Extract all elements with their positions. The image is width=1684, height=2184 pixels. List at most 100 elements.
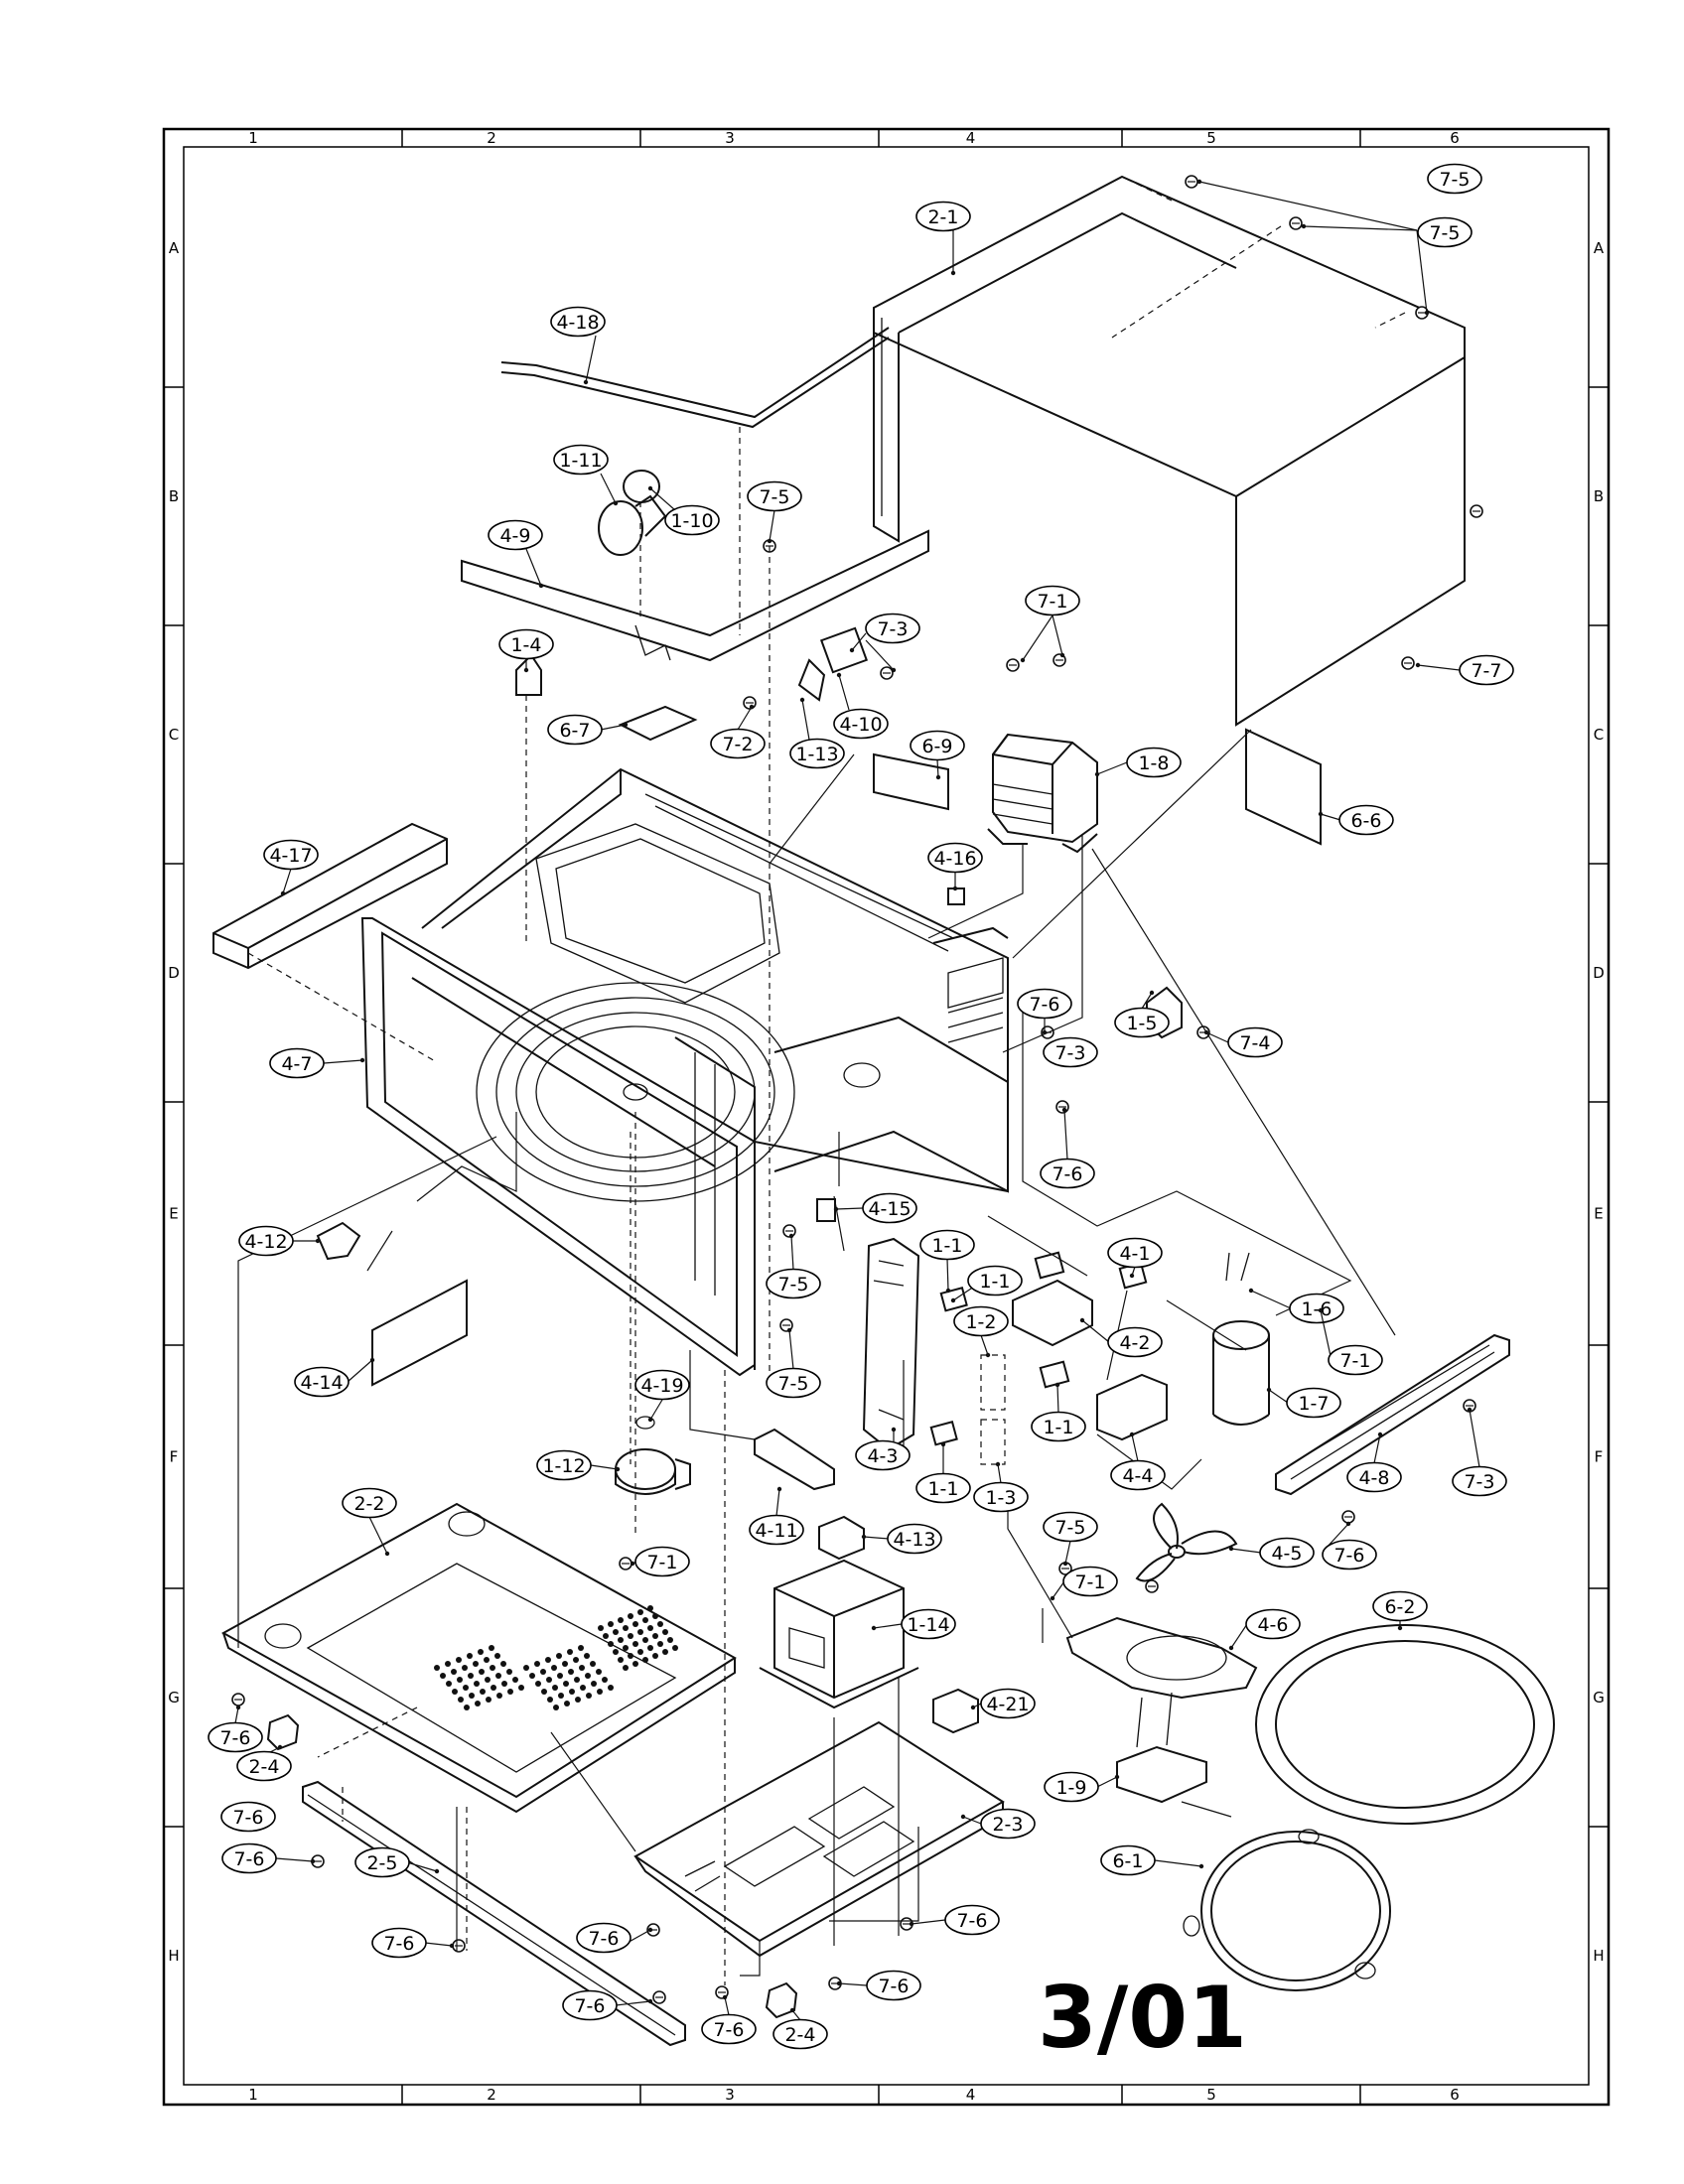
callout-bubble [919, 1229, 975, 1261]
callout-label: 1-9 [1055, 1777, 1086, 1799]
callout-label: 7-1 [1037, 591, 1067, 613]
callout-bubble [901, 1608, 956, 1640]
callout-bubble [1289, 1293, 1344, 1324]
fan-blade [1135, 1502, 1238, 1582]
callout-label: 1-1 [979, 1271, 1010, 1293]
callout-bubble [1417, 216, 1473, 248]
grid-row-label: G [168, 1689, 180, 1706]
callout-bubble [576, 1922, 632, 1954]
grid-row-label: A [1594, 239, 1605, 257]
callout-label: 1-13 [795, 744, 838, 765]
callout-bubble [498, 628, 554, 660]
callout-bubble [980, 1688, 1036, 1719]
callout-bubble [915, 1472, 971, 1504]
callout-bubble [1227, 1026, 1283, 1058]
callout-bubble [749, 1514, 804, 1546]
callout-label: 7-6 [878, 1976, 909, 1997]
fuse-holder [1096, 1373, 1168, 1441]
callout-label: 1-6 [1301, 1298, 1332, 1320]
callout-label: 7-2 [722, 734, 753, 755]
callout-label: 1-8 [1138, 752, 1169, 774]
callout-label: 4-19 [640, 1375, 683, 1397]
grid-column-label: 1 [248, 2086, 258, 2104]
callout-bubble [1017, 988, 1072, 1020]
side-rail [1275, 1333, 1510, 1496]
callout-label: 7-3 [1464, 1471, 1494, 1493]
callout-bubble [1427, 163, 1482, 195]
callout-bubble [1322, 1539, 1377, 1570]
base-tray [220, 1502, 737, 1814]
callout-bubble [562, 1989, 618, 2021]
callout-bubble [553, 444, 609, 476]
callout-bubble [634, 1369, 690, 1401]
callout-bubble [1452, 1465, 1507, 1497]
callout-bubble [766, 1268, 821, 1299]
callout-label: 4-21 [986, 1694, 1029, 1715]
callout-bubble [664, 504, 720, 536]
callout-label: 7-6 [956, 1910, 987, 1932]
grid-row-label: B [169, 487, 179, 505]
callout-label: 7-3 [877, 618, 908, 640]
grid-row-label: F [1595, 1448, 1604, 1466]
callout-bubble [865, 613, 920, 644]
callout-label: 4-7 [281, 1053, 312, 1075]
callout-label: 7-1 [646, 1552, 677, 1573]
thermostat [797, 658, 826, 702]
callout-label: 4-17 [269, 845, 312, 867]
callout-bubble [862, 1192, 917, 1224]
callout-label: 2-4 [248, 1756, 279, 1778]
callout-bubble [747, 480, 802, 512]
callout-bubble [1043, 1036, 1098, 1068]
callout-label: 4-8 [1358, 1467, 1389, 1489]
callout-label: 4-18 [556, 312, 599, 334]
callout-bubble [220, 1801, 276, 1833]
callout-label: 7-6 [574, 1995, 605, 2017]
relay-bracket [819, 626, 869, 674]
callout-label: 2-1 [927, 206, 958, 228]
roller-ring [1200, 1831, 1391, 1991]
callout-bubble [236, 1750, 292, 1782]
callout-bubble [855, 1439, 911, 1471]
callout-label: 7-6 [1052, 1163, 1082, 1185]
callout-label: 4-3 [867, 1445, 898, 1467]
callout-label: 1-4 [510, 634, 541, 656]
grid-row-label: F [170, 1448, 179, 1466]
callout-bubble [1338, 804, 1394, 836]
grid-row-label: G [1593, 1689, 1605, 1706]
grid-row-label: D [1593, 964, 1605, 982]
callout-label: 4-16 [933, 848, 976, 870]
callout-bubble [1062, 1566, 1118, 1597]
callout-label: 6-7 [559, 720, 590, 742]
exploded-view-drawing [212, 175, 1555, 2047]
callout-bubble [208, 1721, 263, 1753]
fan-duct [1065, 1616, 1258, 1700]
noise-filter [932, 1688, 979, 1734]
callout-bubble [354, 1846, 410, 1878]
callout-label: 6-6 [1350, 810, 1381, 832]
switch-bracket [754, 1428, 835, 1491]
callout-label: 7-6 [232, 1807, 263, 1829]
callout-bubble [980, 1808, 1036, 1840]
callout-label: 2-4 [784, 2024, 815, 2046]
callout-bubble [789, 738, 845, 769]
callout-label: 2-2 [353, 1493, 384, 1515]
callout-label: 1-11 [559, 450, 602, 472]
callout-label: 1-12 [542, 1455, 585, 1477]
callout-label: 4-15 [868, 1198, 911, 1220]
callout-label: 7-6 [1333, 1545, 1364, 1567]
callout-bubble [887, 1523, 942, 1555]
callout-bubble [269, 1047, 325, 1079]
grid-column-label: 6 [1450, 129, 1460, 147]
callout-label: 4-9 [499, 525, 530, 547]
callout-bubble [1346, 1461, 1402, 1493]
callout-label: 7-5 [777, 1373, 808, 1395]
grid-column-label: 1 [248, 129, 258, 147]
callout-label: 6-2 [1384, 1596, 1415, 1618]
callout-label: 7-5 [777, 1274, 808, 1296]
callout-bubble [1044, 1771, 1099, 1803]
lamp-bulb [598, 500, 643, 556]
label-sheet [618, 705, 698, 742]
callout-bubble [927, 842, 983, 874]
callout-label: 7-4 [1239, 1032, 1270, 1054]
